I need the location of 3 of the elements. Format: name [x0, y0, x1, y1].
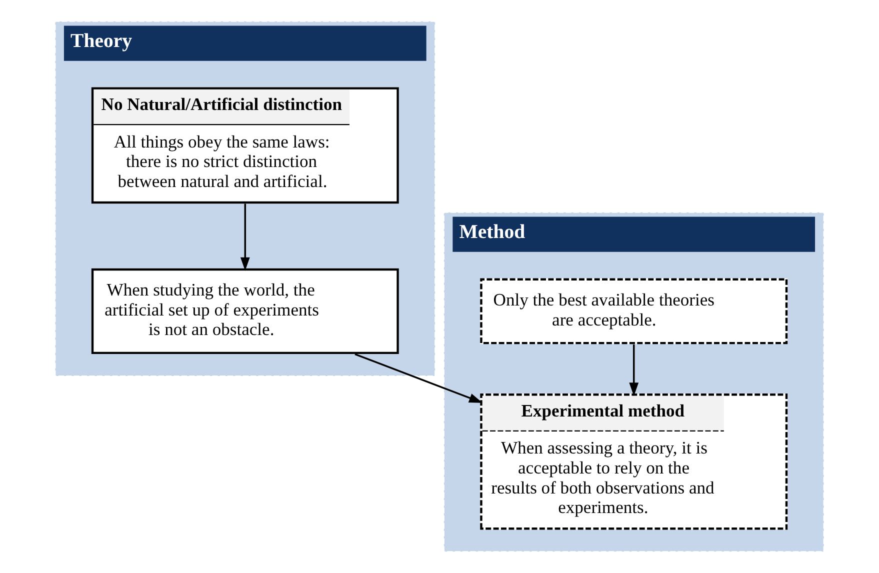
arrow — [629, 344, 639, 396]
arrow — [240, 204, 250, 271]
arrow — [354, 353, 483, 403]
